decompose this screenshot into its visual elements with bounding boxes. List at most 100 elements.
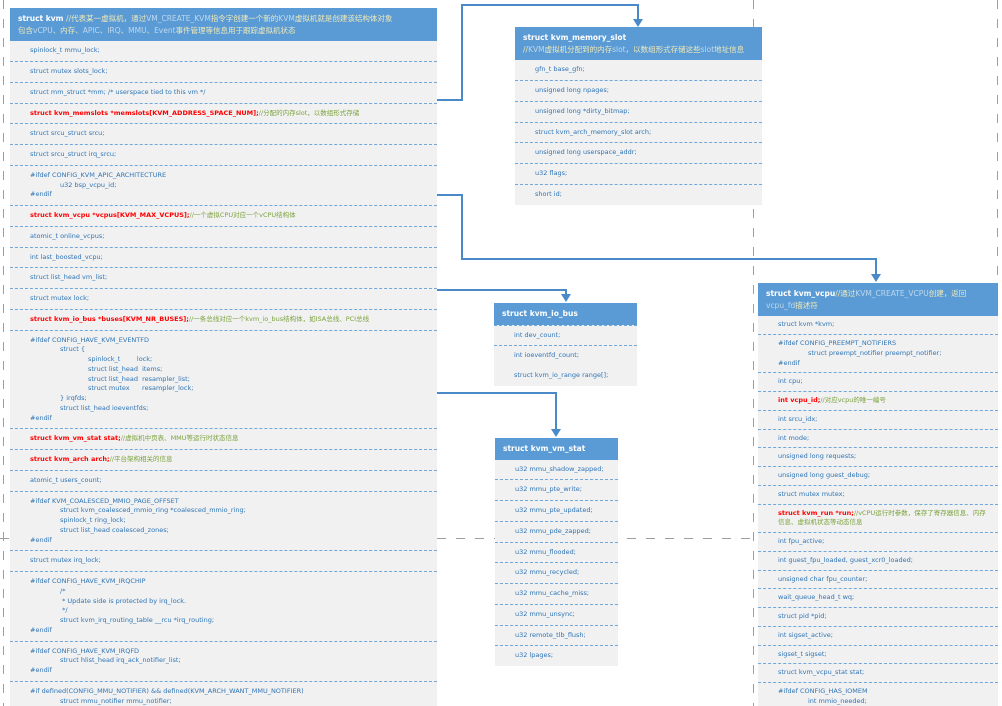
field-line: atomic_t users_count; [10,476,429,486]
field-text: int mmio_needed; [808,696,867,705]
field-text: struct mm_struct *mm; /* userspace tied … [30,87,206,96]
field-text: struct list_head coalesced_zones; [60,525,169,534]
field-line: } irqfds; [10,394,429,404]
struct-kvm-memory-slot-box[interactable]: struct kvm_memory_slot//KVM虚拟机分配到的内存slot… [515,27,762,205]
field-text: int dev_count; [514,330,561,339]
field-text: #endif [30,413,52,422]
field-text: #endif [30,666,52,674]
field-text: IRQ [107,25,121,35]
connector-stat-v1[interactable] [555,392,557,431]
field-text: u32 mmu_pte_updated; [515,506,593,515]
field-text: struct preempt_notifier preempt_notifier… [808,348,942,357]
field-line: int mmio_needed; [758,697,990,706]
field-text: } irqfds; [60,394,87,402]
connector-vcpus-v2[interactable] [875,258,877,275]
connector-buses-v1[interactable] [565,289,567,296]
connector-vcpus-h2[interactable] [461,258,877,260]
arrowhead-vm-stat-icon [551,429,561,437]
field-text: KVM [528,44,545,54]
field-text: struct kvm *kvm; [778,320,835,329]
struct-kvm-vm-stat-box[interactable]: struct kvm_vm_stat u32 mmu_shadow_zapped… [495,438,618,667]
connector-stat-h1[interactable] [437,392,557,394]
struct-field-row: unsigned long guest_debug; [758,467,998,486]
field-line: #endif [10,536,429,546]
field-line: atomic_t online_vcpus; [10,232,429,242]
struct-field-row: struct pid *pid; [758,608,998,627]
field-text: int last_boosted_vcpu; [30,252,103,261]
field-line: int ioeventfd_count; [494,351,629,361]
arrowhead-io-bus-icon [561,294,571,302]
struct-field-row: #if defined(CONFIG_MMU_NOTIFIER) && defi… [10,682,437,706]
struct-kvm-box[interactable]: struct kvm //代表某一虚拟机，通过VM_CREATE_KVM指令字创… [10,8,437,706]
field-text: ，以数组形式存储这些 [625,44,701,54]
struct-field-row: struct kvm_arch_memory_slot arch; [515,123,762,144]
field-line: struct { [10,345,429,355]
connector-memslots-v2[interactable] [637,4,639,20]
comment-text: //vCPU运行时参数，保存了寄存器信息、内存信息、虚拟机状态等动态信息 [778,508,986,527]
field-line: spinlock_t mmu_lock; [10,46,429,56]
struct-field-row: u32 mmu_shadow_zapped; [495,460,618,481]
struct-field-row: sigset_t sigset; [758,646,998,665]
field-text: struct kvm_memory_slot [523,33,627,42]
field-line: unsigned long guest_debug; [758,471,990,481]
struct-field-row: u32 mmu_pte_write; [495,480,618,502]
field-line: gfn_t base_gfn; [515,65,754,75]
comment-text: //分配的内存slot，以数组形式存储 [258,108,360,117]
field-line: struct preempt_notifier preempt_notifier… [758,349,990,359]
field-text: struct kvm_coalesced_mmio_ring *coalesce… [60,506,246,515]
struct-field-row: u32 mmu_pte_updated; [495,501,618,522]
struct-field-row: int fpu_active; [758,533,998,552]
field-line: #endif [10,666,429,676]
field-line: struct srcu_struct srcu; [10,129,429,139]
field-text: struct mutex slots_lock; [30,67,108,75]
field-text: #endif [778,358,800,367]
field-line: #ifdef CONFIG_HAVE_KVM_EVENTFD [10,336,429,346]
field-text: int srcu_idx; [778,414,818,423]
field-line: unsigned long *dirty_bitmap; [515,107,754,117]
struct-kvm-vcpu-header: struct kvm_vcpu//通过KVM_CREATE_VCPU创建，返回v… [758,283,998,317]
connector-vcpus-h1[interactable] [437,194,463,196]
struct-kvm-io-bus-box[interactable]: struct kvm_io_bus int dev_count;int ioev… [494,303,637,386]
field-line: /* [10,587,429,597]
field-line: #ifdef CONFIG_PREEMPT_NOTIFIERS [758,339,990,349]
field-text: u32 bsp_vcpu_id; [60,180,117,189]
struct-kvm-vcpu-box[interactable]: struct kvm_vcpu//通过KVM_CREATE_VCPU创建，返回v… [758,283,998,706]
field-text: spinlock_t ring_lock; [60,516,126,524]
struct-field-row: struct mutex irq_lock; [10,551,437,572]
struct-field-row: struct kvm_vcpu *vcpus[KVM_MAX_VCPUS];//… [10,206,437,227]
field-text: #endif [30,535,52,544]
struct-field-row: u32 mmu_pde_zapped; [495,522,618,543]
connector-memslots-v1[interactable] [461,4,463,101]
field-text: spinlock_t lock; [88,355,153,363]
field-text: #ifdef CONFIG_HAVE_KVM_IRQCHIP [30,577,146,585]
field-text: #ifdef CONFIG_KVM_APIC_ARCHITECTURE [30,170,167,179]
connector-vcpus-v1[interactable] [461,194,463,260]
connector-memslots-h1[interactable] [437,99,463,101]
struct-kvm-io-bus-header: struct kvm_io_bus [494,303,637,325]
field-line: #if defined(CONFIG_MMU_NOTIFIER) && defi… [10,687,429,697]
field-line: u32 mmu_pde_zapped; [495,527,610,537]
field-line: int last_boosted_vcpu; [10,253,429,263]
struct-field-row: spinlock_t mmu_lock; [10,41,437,62]
field-line: #ifdef CONFIG_HAVE_KVM_IRQCHIP [10,577,429,587]
struct-field-row: int ioeventfd_count; [494,346,637,366]
struct-field-row: int vcpu_id;//对应vcpu的唯一编号 [758,392,998,411]
field-text: atomic_t online_vcpus; [30,231,105,240]
field-text: unsigned long requests; [778,452,857,461]
field-text: //通过 [835,289,856,298]
field-line: u32 mmu_shadow_zapped; [495,465,610,475]
field-text: int fpu_active; [778,537,825,545]
struct-field-row: int sigset_active; [758,627,998,646]
connector-memslots-h2[interactable] [461,4,639,6]
field-line: #ifdef KVM_COALESCED_MMIO_PAGE_OFFSET [10,497,429,507]
field-line: struct mutex resampler_lock; [10,384,429,394]
field-text: atomic_t users_count; [30,475,102,484]
field-text: 、 [146,25,155,35]
field-text: unsigned long userspace_addr; [535,148,637,157]
field-line: u32 flags; [515,169,754,179]
struct-kvm-vm-stat-header: struct kvm_vm_stat [495,438,618,460]
comment-text: //一条总线对应一个kvm_io_bus结构体，如ISA总线、PCI总线 [188,314,370,323]
connector-buses-h1[interactable] [437,289,567,291]
